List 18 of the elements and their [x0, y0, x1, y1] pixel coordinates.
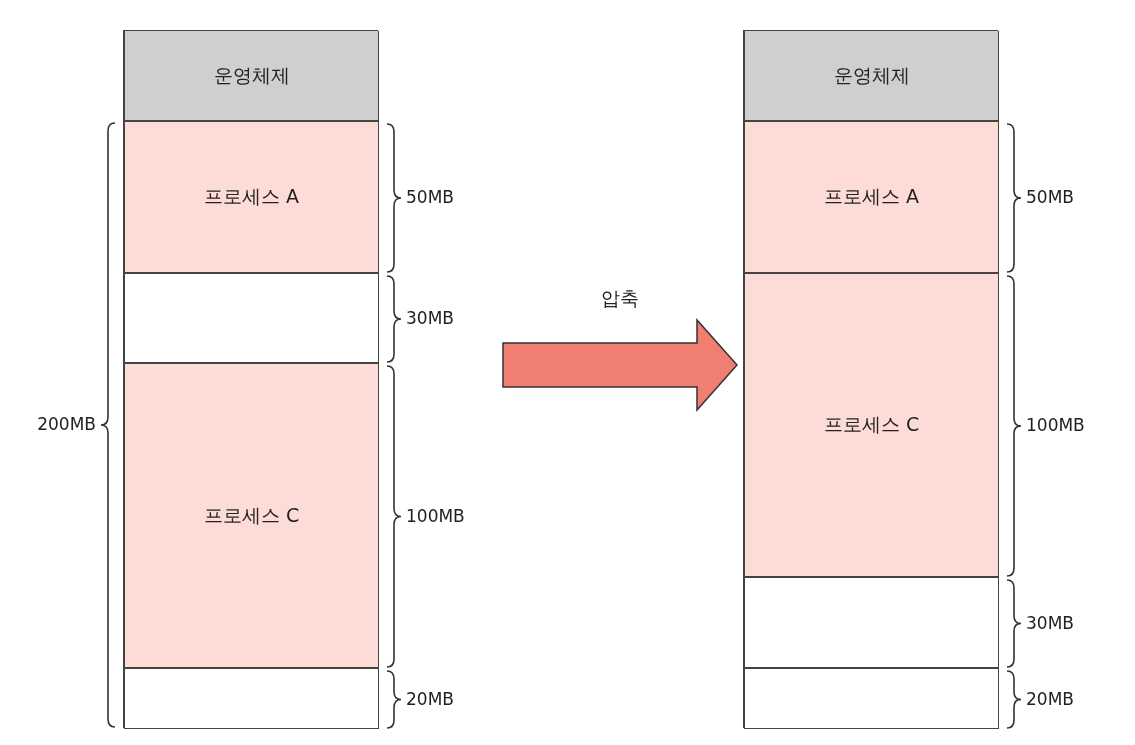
size-label: 20MB — [406, 688, 454, 709]
size-label: 100MB — [1026, 415, 1085, 435]
block-label: 프로세스 A — [823, 184, 919, 209]
size-label: 100MB — [406, 505, 465, 526]
block-label: 프로세스 C — [203, 502, 300, 528]
size-label: 20MB — [1026, 688, 1074, 709]
size-label: 50MB — [406, 187, 454, 207]
block-label: 운영체제 — [213, 62, 290, 88]
block-label: 운영체제 — [833, 62, 910, 88]
size-label: 200MB — [37, 414, 96, 434]
size-label: 30MB — [406, 308, 454, 328]
block-label: 프로세스 A — [203, 184, 299, 209]
memory-block — [124, 31, 379, 121]
memory-block — [744, 31, 999, 121]
block-arrow — [502, 318, 738, 412]
size-label: 50MB — [1026, 187, 1074, 207]
size-label: 30MB — [1026, 612, 1074, 633]
block-label: 프로세스 C — [823, 412, 920, 437]
